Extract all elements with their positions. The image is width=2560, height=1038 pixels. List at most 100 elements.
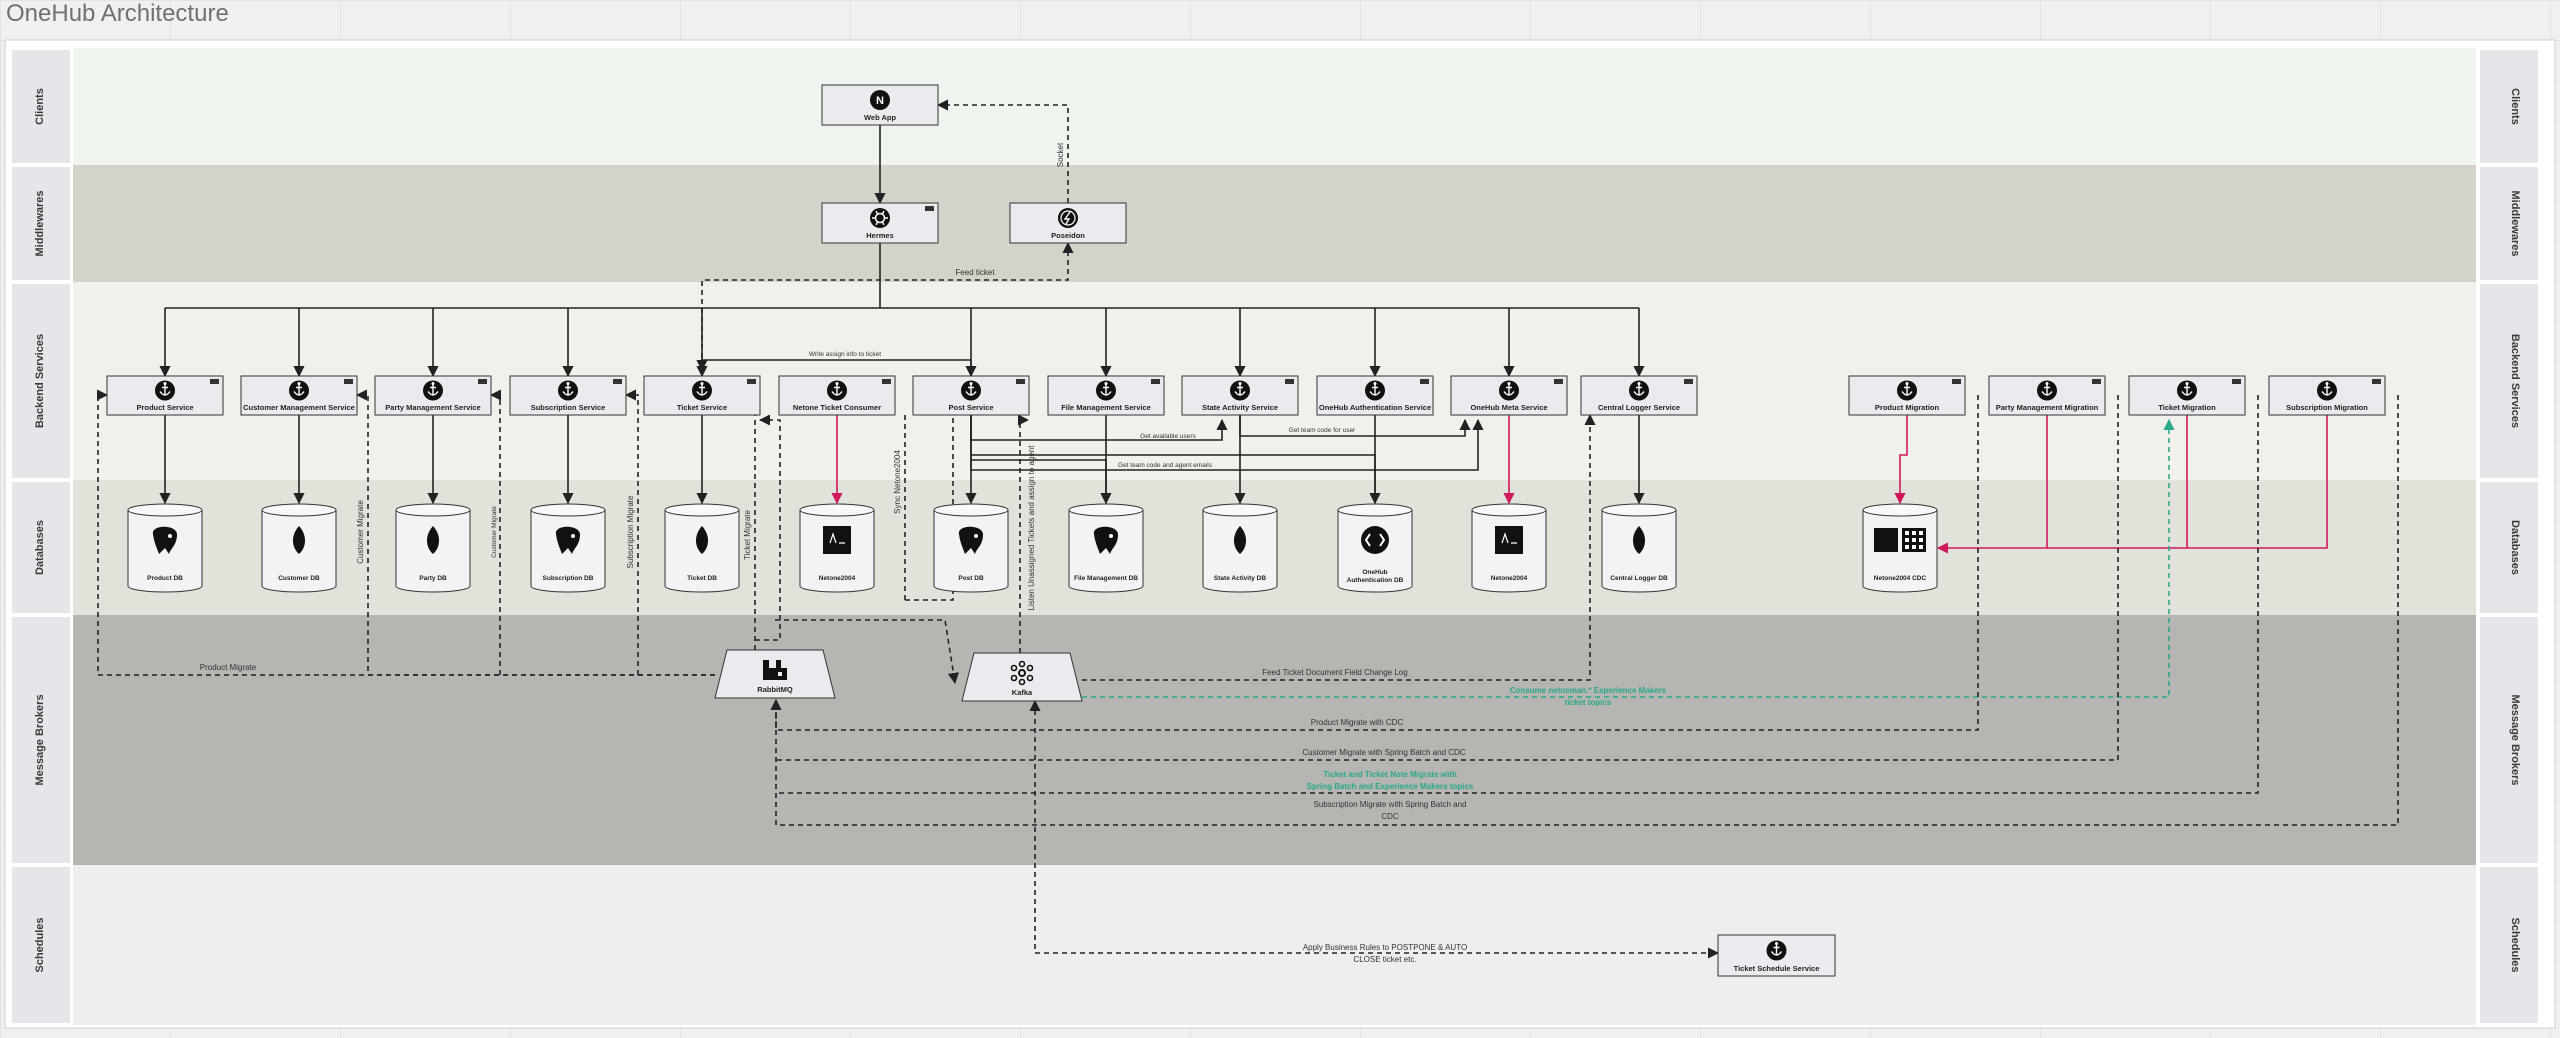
db-label: OneHub	[1362, 569, 1387, 576]
spring-icon	[423, 380, 443, 401]
db-7: File Management DB	[1068, 503, 1144, 593]
edge-feed-ticket-doc	[1082, 413, 1596, 681]
lane-header-right	[2480, 867, 2538, 1023]
db-label: Central Logger DB	[1610, 575, 1668, 582]
edge-team-emails	[970, 415, 1484, 471]
edge-customer-migrate-2	[489, 389, 502, 675]
broker-label: Kafka	[1012, 688, 1033, 697]
lane-header-right	[2480, 50, 2538, 163]
spring-badge-icon	[2372, 379, 2381, 384]
label-customer-migrate-1-text: Customer Migrate	[356, 500, 365, 564]
postgres-icon	[958, 526, 984, 554]
lane-message-brokers	[73, 615, 2476, 865]
helm-icon	[870, 208, 890, 228]
node-label: Web App	[864, 113, 896, 122]
label-customer-migrate-2: Customer Migrate	[491, 506, 498, 558]
node-label: Netone Ticket Consumer	[793, 403, 881, 412]
lane-header-left	[12, 50, 70, 163]
broker-kafka: Kafka	[961, 652, 1083, 702]
db-3: Subscription DB	[530, 503, 606, 593]
socketio-icon	[1058, 208, 1078, 228]
label-get-team-code-emails: Get team code and agent emails	[1118, 462, 1213, 469]
db-label: Subscription DB	[543, 575, 594, 582]
db-label: Post DB	[958, 575, 984, 582]
node-label: Subscription Migration	[2286, 403, 2368, 412]
lane-header-right	[2480, 482, 2538, 613]
node-label: Ticket Migration	[2158, 403, 2216, 412]
label-consume-1-text: Consume netusman.* Experience Makers	[1510, 686, 1667, 695]
edge-product-mig-cdc	[1894, 415, 1908, 505]
edge-listen-unassigned	[1017, 414, 1030, 653]
node-label: Ticket Schedule Service	[1734, 964, 1820, 973]
label-product-cdc-text: Product Migrate with CDC	[1311, 718, 1404, 727]
label-ticket-note-1: Ticket and Ticket Note Migrate with	[1323, 770, 1457, 779]
label-feed-ticket: Feed ticket	[955, 268, 995, 277]
postgres-icon	[1093, 526, 1119, 554]
db-label: File Management DB	[1074, 575, 1138, 582]
db-8: State Activity DB	[1202, 503, 1278, 593]
label-sync-netone-text: Sync Netone2004	[893, 450, 902, 514]
node-label: Central Logger Service	[1598, 403, 1680, 412]
label-socket: Socket	[1056, 142, 1065, 167]
node-label: State Activity Service	[1202, 403, 1278, 412]
db-12: Netone2004 CDC	[1862, 503, 1938, 593]
lane-label-right: Middlewares	[2509, 190, 2521, 256]
node-label: Product Migration	[1875, 403, 1940, 412]
lane-label-right: Databases	[2509, 520, 2521, 575]
label-business-rules-2: CLOSE ticket etc.	[1353, 955, 1416, 964]
db-label: Authentication DB	[1347, 577, 1404, 584]
label-feed-ticket-doc-text: Feed Ticket Document Field Change Log	[1262, 668, 1407, 677]
db-label: Netone2004 CDC	[1874, 575, 1927, 582]
lane-label-left: Databases	[34, 520, 46, 575]
spring-badge-icon	[2232, 379, 2241, 384]
spring-icon	[827, 380, 847, 401]
node-label: Poseidon	[1051, 231, 1085, 240]
label-ticket-note-1-text: Ticket and Ticket Note Migrate with	[1323, 770, 1457, 779]
db-4: Ticket DB	[664, 503, 740, 593]
node-label: Post Service	[948, 403, 993, 412]
edge-post-file	[971, 459, 1112, 505]
oracle-icon	[823, 526, 851, 554]
label-ticket-migrate: Ticket Migrate	[743, 509, 752, 559]
label-ticket-note-2-text: Spring Batch and Experience Makers topic…	[1307, 782, 1474, 791]
lane-label-right: Backend Services	[2509, 334, 2521, 428]
lane-label-left: Clients	[34, 88, 46, 125]
spring-icon	[1096, 380, 1116, 401]
svg-text:N: N	[876, 95, 884, 107]
oracle-icon	[1495, 526, 1523, 554]
kafka-icon	[1010, 660, 1034, 686]
spring-icon	[1499, 380, 1519, 401]
mongodb-icon	[1632, 526, 1646, 554]
lane-label-right: Message Brokers	[2509, 694, 2521, 785]
broker-label: RabbitMQ	[757, 685, 793, 694]
edge-post-auth	[971, 454, 1381, 505]
db-1: Customer DB	[261, 503, 337, 593]
lane-schedules	[73, 865, 2476, 1025]
spring-icon	[2177, 380, 2197, 401]
lane-label-left: Message Brokers	[34, 694, 46, 785]
spring-badge-icon	[1420, 379, 1429, 384]
label-product-migrate-text: Product Migrate	[200, 663, 257, 672]
label-subscription-cdc-2: CDC	[1381, 812, 1399, 821]
spring-badge-icon	[478, 379, 487, 384]
db-label: Customer DB	[278, 575, 320, 582]
db-5: Netone2004	[799, 503, 875, 593]
label-customer-cdc: Customer Migrate with Spring Batch and C…	[1302, 748, 1465, 757]
db-11: Central Logger DB	[1601, 503, 1677, 593]
spring-badge-icon	[925, 206, 934, 211]
spring-icon	[961, 380, 981, 401]
edge-customer-cdc	[776, 395, 2119, 761]
label-get-team-code-emails-text: Get team code and agent emails	[1118, 462, 1213, 469]
label-product-cdc: Product Migrate with CDC	[1311, 718, 1404, 727]
lane-header-right	[2480, 617, 2538, 863]
label-ticket-note-2: Spring Batch and Experience Makers topic…	[1307, 782, 1474, 791]
lane-middlewares	[73, 165, 2476, 282]
lane-clients	[73, 48, 2476, 165]
spring-icon	[289, 380, 309, 401]
edge-rabbit-ticket	[755, 414, 781, 641]
edge-write-assign	[696, 359, 972, 376]
db-label: Netone2004	[819, 575, 856, 582]
keycloak-icon	[1361, 526, 1389, 554]
lane-label-right: Clients	[2509, 88, 2521, 125]
